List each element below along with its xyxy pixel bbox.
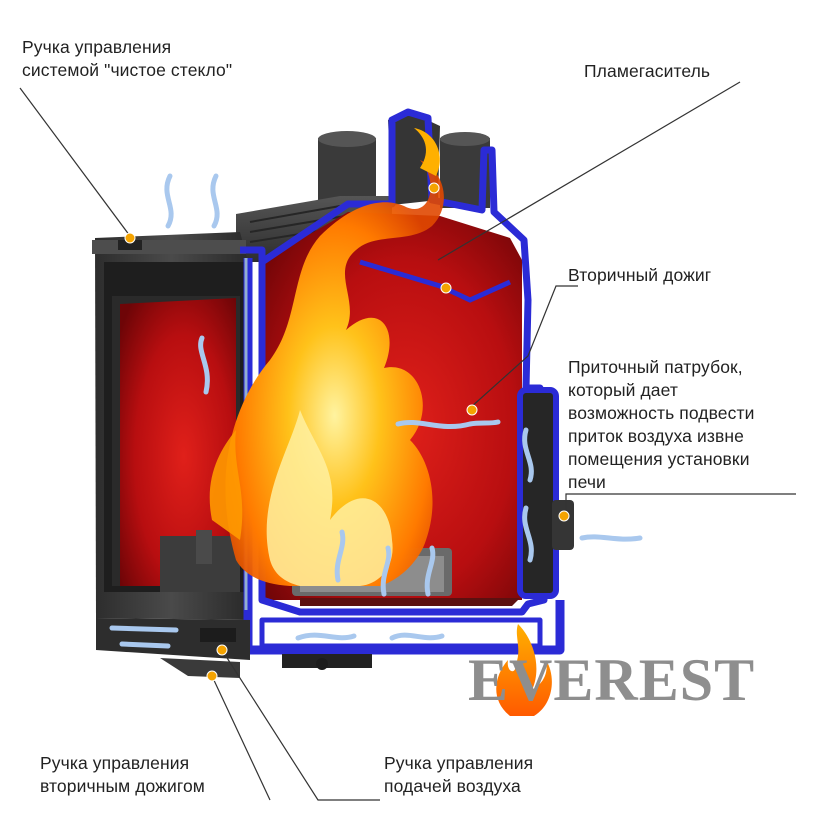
label-secondary-burn-handle: Ручка управления вторичным дожигом <box>40 753 205 796</box>
marker-air-supply <box>216 644 228 656</box>
left-inner-shelf <box>160 530 240 592</box>
marker-secondary-handle <box>206 670 218 682</box>
label-flame-damper: Пламегаситель <box>584 61 711 81</box>
brand-wordmark: EVEREST <box>468 647 756 713</box>
label-secondary-burn: Вторичный дожиг <box>568 265 712 285</box>
leader-lines <box>19 81 796 801</box>
logo-flame-mark <box>496 624 552 716</box>
secondary-burn-baffle <box>359 259 512 303</box>
markers <box>124 182 570 682</box>
marker-intake <box>466 404 478 416</box>
chimney-pipe <box>318 112 490 208</box>
marker-clean-glass <box>124 232 136 244</box>
label-clean-glass-handle: Ручка управления системой "чистое стекло… <box>22 37 233 80</box>
flames <box>209 128 444 586</box>
side-intake-duct <box>517 387 574 599</box>
control-handles <box>118 240 328 670</box>
marker-secondary-burn <box>440 282 452 294</box>
marker-flame-damper <box>428 182 440 194</box>
air-arrows <box>109 173 643 649</box>
marker-intake-pipe <box>558 510 570 522</box>
label-air-supply-handle: Ручка управления подачей воздуха <box>384 753 534 796</box>
label-intake-pipe: Приточный патрубок, который дает возможн… <box>568 357 755 492</box>
